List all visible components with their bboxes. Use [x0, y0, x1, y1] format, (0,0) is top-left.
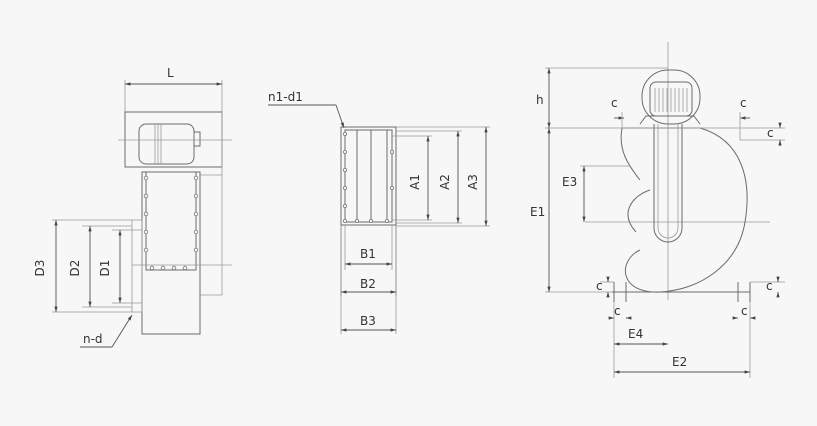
label-E3: E3 — [562, 175, 577, 189]
label-A3: A3 — [466, 174, 480, 190]
label-c-right: c — [767, 126, 774, 140]
scroll-housing — [622, 127, 748, 293]
motor — [138, 123, 195, 165]
label-B2: B2 — [360, 277, 376, 291]
label-D3: D3 — [33, 260, 47, 277]
label-B1: B1 — [360, 247, 376, 261]
shaft — [653, 124, 683, 243]
motor-fins — [654, 88, 688, 112]
label-D2: D2 — [68, 260, 82, 277]
flange-body — [340, 126, 397, 226]
label-E1: E1 — [530, 205, 545, 219]
label-n-d: n-d — [83, 332, 103, 346]
label-A2: A2 — [438, 174, 452, 190]
label-c-base-right: c — [741, 304, 748, 318]
label-c-bottom-right: c — [766, 279, 773, 293]
flange-holes-front — [342, 131, 394, 223]
motor-top — [641, 69, 701, 125]
label-n1-d1: n1-d1 — [268, 90, 303, 104]
label-E2: E2 — [672, 355, 687, 369]
label-A1: A1 — [408, 174, 422, 190]
label-E4: E4 — [628, 327, 643, 341]
label-L: L — [167, 66, 174, 80]
label-h: h — [536, 93, 544, 107]
label-c-top-right: c — [740, 96, 747, 110]
casing — [141, 171, 201, 335]
label-c-top-left: c — [611, 96, 618, 110]
label-c-bottom-left: c — [596, 279, 603, 293]
label-c-base-left: c — [614, 304, 621, 318]
front-view: h E1 E3 c c c c c c c — [530, 42, 785, 378]
inlet-flange-view: n1-d1 A1 — [268, 90, 490, 334]
label-B3: B3 — [360, 314, 376, 328]
label-D1: D1 — [98, 260, 112, 277]
flange-holes — [143, 175, 199, 271]
side-view: L — [33, 66, 232, 348]
